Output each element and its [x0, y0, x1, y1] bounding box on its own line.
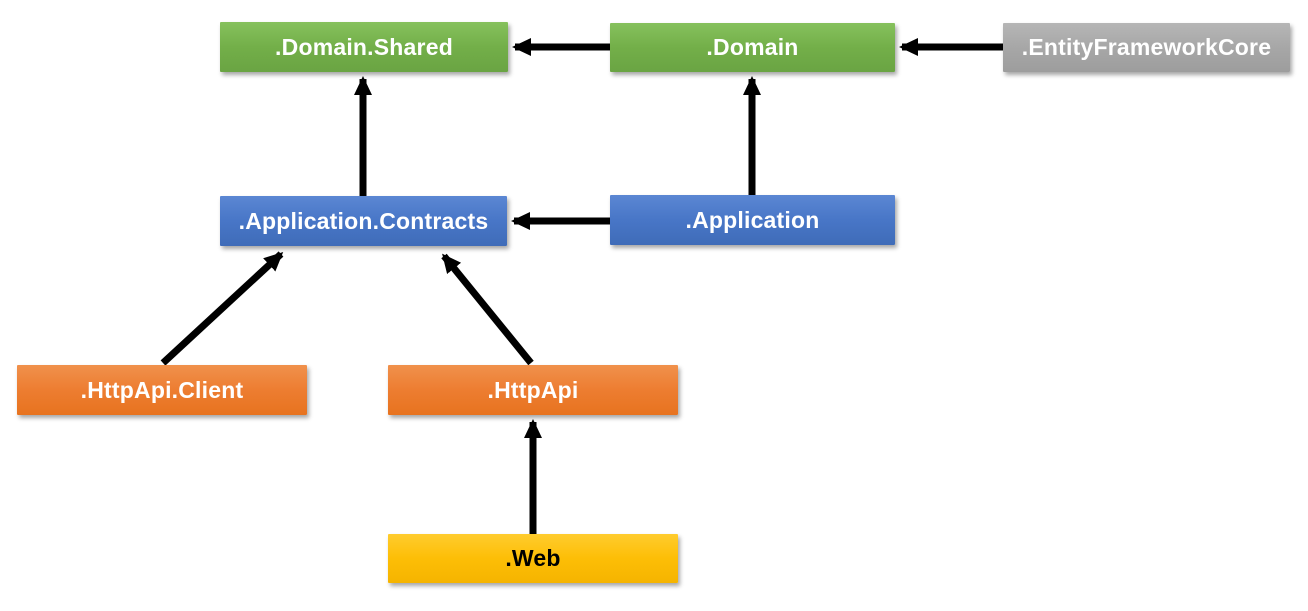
- node-httpapi-client-label: .HttpApi.Client: [80, 376, 244, 403]
- node-web-label: .Web: [505, 545, 561, 571]
- arrow-httpapi-to-application-contracts: [441, 253, 534, 366]
- node-domain-label: .Domain: [706, 34, 799, 60]
- node-application-label: .Application: [685, 206, 820, 233]
- node-application: .Application: [610, 195, 895, 245]
- node-httpapi-label: .HttpApi: [487, 376, 579, 403]
- node-web: .Web: [388, 534, 678, 583]
- node-httpapi-client: .HttpApi.Client: [17, 365, 307, 415]
- arrow-httpapi-client-to-application-contracts: [160, 251, 284, 366]
- node-application-contracts: .Application.Contracts: [220, 196, 507, 246]
- node-domain-shared: .Domain.Shared: [220, 22, 508, 72]
- node-entity-framework-core: .EntityFrameworkCore: [1003, 23, 1290, 72]
- node-httpapi: .HttpApi: [388, 365, 678, 415]
- node-entity-framework-core-label: .EntityFrameworkCore: [1021, 34, 1272, 60]
- node-domain-shared-label: .Domain.Shared: [275, 33, 453, 60]
- node-domain: .Domain: [610, 23, 895, 72]
- node-application-contracts-label: .Application.Contracts: [238, 207, 489, 234]
